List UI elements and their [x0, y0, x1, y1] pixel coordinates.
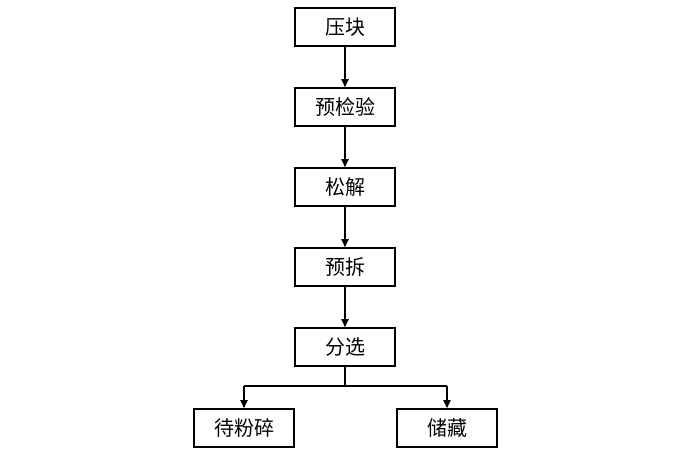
node-yuchai: 预拆: [294, 247, 396, 287]
node-daifensui: 待粉碎: [193, 408, 295, 448]
node-fenxuan: 分选: [294, 327, 396, 367]
node-label: 松解: [325, 175, 365, 199]
node-yakuai: 压块: [294, 7, 396, 47]
node-chucang: 储藏: [396, 408, 498, 448]
node-songjie: 松解: [294, 167, 396, 207]
node-yujianyan: 预检验: [294, 87, 396, 127]
node-label: 待粉碎: [214, 416, 274, 440]
node-label: 压块: [325, 15, 365, 39]
node-label: 预检验: [315, 95, 375, 119]
node-label: 储藏: [427, 416, 467, 440]
node-label: 分选: [325, 335, 365, 359]
node-label: 预拆: [325, 255, 365, 279]
